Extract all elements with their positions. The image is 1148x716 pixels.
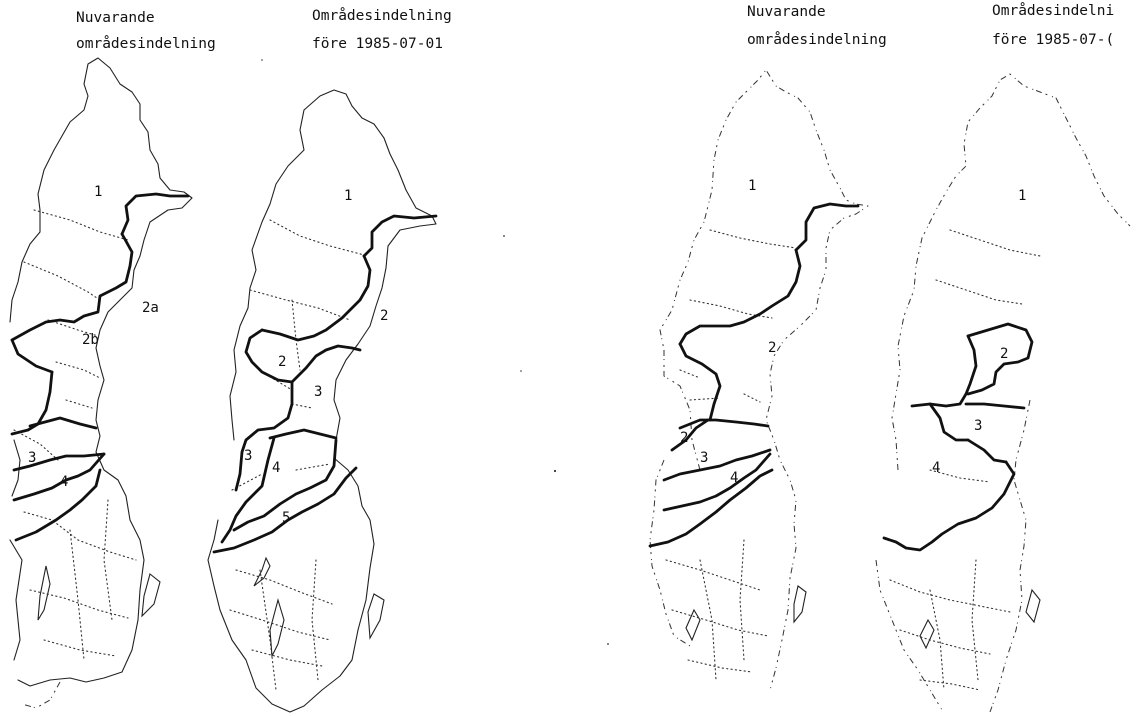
- map1-region-3: 3: [28, 450, 36, 466]
- map4-region-1: 1: [1018, 188, 1026, 204]
- map1-region-4: 4: [60, 474, 68, 490]
- map1-region-1: 1: [94, 184, 102, 200]
- header-previous-line2-right: före 1985-07-(: [992, 32, 1114, 48]
- map2-region-3-east: 3: [314, 384, 322, 400]
- map3-region-3: 3: [700, 450, 708, 466]
- map-previous-division-right: 1 2 3 4: [875, 73, 1131, 713]
- map2-region-1: 1: [344, 188, 352, 204]
- header-previous-line1: Områdesindelning: [312, 7, 452, 24]
- map1-region-2b: 2b: [82, 332, 99, 348]
- map4-region-4: 4: [932, 460, 940, 476]
- map3-region-2-south: 2: [680, 430, 688, 446]
- header-current-line1-right: Nuvarande: [747, 4, 826, 20]
- header-previous-line1-right: Områdesindelni: [992, 2, 1114, 19]
- header-current-line1: Nuvarande: [76, 10, 155, 26]
- header-previous-line2: före 1985-07-01: [312, 36, 443, 52]
- map2-region-5: 5: [282, 510, 290, 526]
- map-current-division-right: 1 2 2 3 4: [648, 69, 869, 691]
- scan-specks: [261, 59, 609, 645]
- map-previous-division-left: 1 2 2 3 3 4 5: [207, 89, 438, 713]
- map2-region-4: 4: [272, 460, 280, 476]
- map2-region-3-west: 3: [244, 448, 252, 464]
- map2-region-2-north: 2: [380, 308, 388, 324]
- map2-region-2-west: 2: [278, 354, 286, 370]
- map1-region-2a: 2a: [142, 300, 159, 316]
- header-current-line2: områdesindelning: [76, 35, 216, 52]
- map4-region-2: 2: [1000, 346, 1008, 362]
- map3-region-1: 1: [748, 178, 756, 194]
- map3-region-4: 4: [730, 470, 738, 486]
- header-current-line2-right: områdesindelning: [747, 31, 887, 48]
- map4-region-3: 3: [974, 418, 982, 434]
- map3-region-2: 2: [768, 340, 776, 356]
- map-current-division-left: 1 2a 2b 3 4: [9, 57, 193, 709]
